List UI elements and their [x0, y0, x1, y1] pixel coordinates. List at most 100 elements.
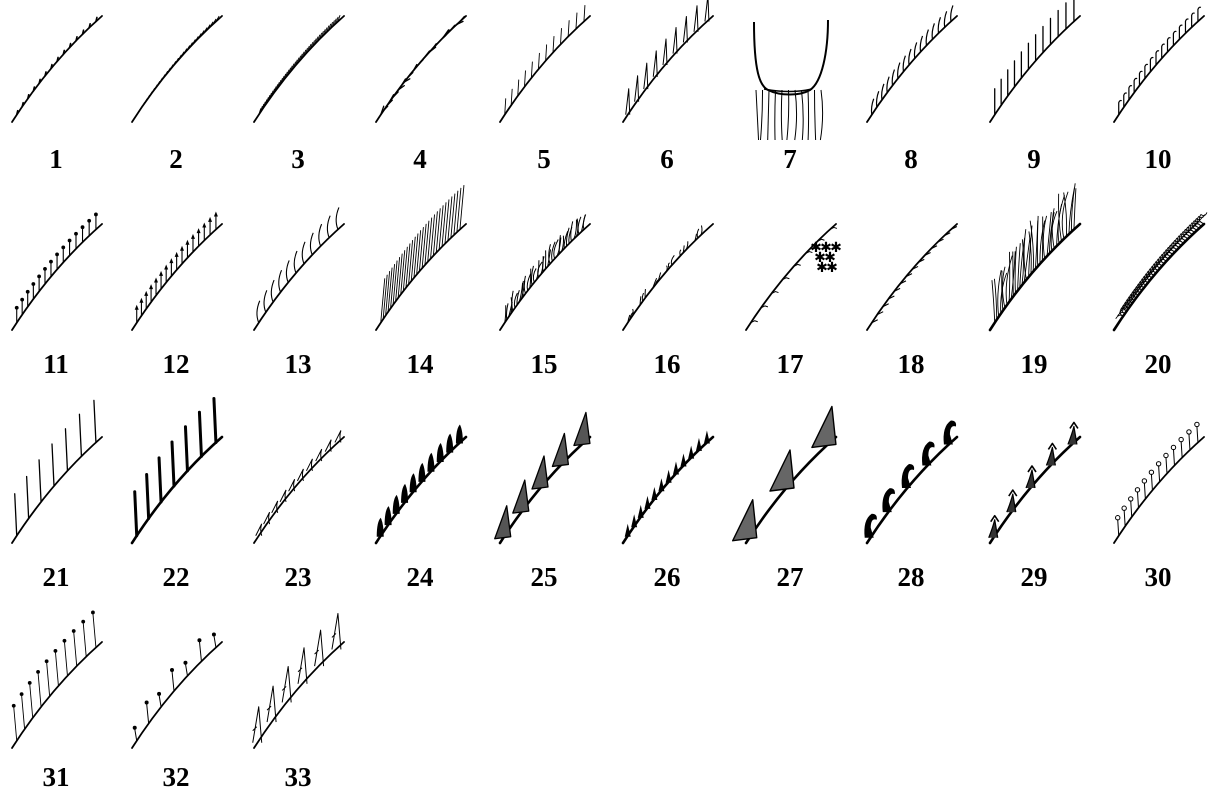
figure-number-label: 31 — [43, 762, 70, 789]
surface-line — [132, 224, 222, 330]
trichome-drawing-7 — [754, 20, 828, 140]
figure-number-label: 11 — [43, 349, 69, 379]
figure-cell-6: 6 — [623, 0, 713, 174]
trichome-drawing-18 — [867, 224, 957, 330]
trichome-drawing-4 — [376, 16, 466, 122]
figure-number-label: 10 — [1145, 144, 1172, 174]
figure-cell-28: 28 — [864, 420, 957, 592]
figure-cell-5: 5 — [500, 5, 590, 174]
surface-line — [500, 437, 590, 543]
figure-number-label: 20 — [1145, 349, 1172, 379]
figure-cell-26: 26 — [623, 430, 713, 592]
trichome-drawing-17: ✱✱✱✱✱✱✱ — [746, 224, 842, 330]
figure-cell-2: 2 — [132, 16, 222, 174]
surface-line — [132, 16, 222, 122]
figure-cell-30: 30 — [1114, 422, 1204, 592]
surface-line — [1114, 224, 1204, 330]
surface-line — [623, 224, 713, 330]
figure-number-label: 24 — [407, 562, 434, 592]
figure-cell-19: 19 — [990, 183, 1080, 379]
figure-cell-4: 4 — [376, 16, 466, 174]
figure-cell-8: 8 — [867, 5, 957, 174]
figure-cell-25: 25 — [495, 412, 590, 592]
surface-line — [1114, 16, 1204, 122]
trichome-drawing-28 — [864, 420, 957, 543]
trichome-drawing-12 — [132, 211, 222, 330]
figure-cell-23: 23 — [254, 430, 344, 592]
figure-cell-13: 13 — [254, 207, 344, 379]
trichome-drawing-23 — [254, 430, 344, 543]
svg-text:✱: ✱ — [826, 260, 838, 276]
trichome-drawing-3 — [254, 15, 344, 122]
surface-line — [376, 16, 466, 122]
surface-line — [132, 642, 222, 748]
trichome-drawing-32 — [132, 632, 222, 748]
figure-number-label: 18 — [898, 349, 925, 379]
figure-number-label: 26 — [654, 562, 681, 592]
surface-line — [254, 16, 344, 122]
figure-cell-33: 33 — [253, 613, 344, 789]
surface-line — [990, 437, 1080, 543]
surface-line — [867, 16, 957, 122]
surface-line — [990, 16, 1080, 122]
figure-cell-20: 20 — [1114, 212, 1207, 379]
trichome-drawing-29 — [989, 422, 1080, 543]
figure-number-label: 25 — [531, 562, 558, 592]
trichome-drawing-15 — [500, 214, 590, 330]
figure-cell-31: 31 — [12, 611, 102, 789]
trichome-drawing-13 — [254, 207, 344, 330]
trichome-drawing-6 — [623, 0, 713, 122]
trichome-drawing-24 — [376, 424, 466, 543]
figure-cell-18: 18 — [867, 224, 957, 379]
figure-number-label: 5 — [537, 144, 551, 174]
surface-line — [500, 16, 590, 122]
figure-number-label: 29 — [1021, 562, 1048, 592]
figure-number-label: 22 — [163, 562, 190, 592]
trichome-drawing-8 — [867, 5, 957, 122]
surface-line — [254, 437, 344, 543]
figure-cell-9: 9 — [990, 0, 1080, 174]
surface-line — [623, 16, 713, 122]
figure-cell-22: 22 — [132, 398, 222, 592]
figure-cell-11: 11 — [12, 213, 102, 379]
surface-line — [1114, 437, 1204, 543]
figure-number-label: 8 — [904, 144, 918, 174]
trichome-drawing-22 — [132, 398, 222, 543]
figure-number-label: 30 — [1145, 562, 1172, 592]
trichome-drawing-14 — [376, 185, 466, 330]
figure-number-label: 32 — [163, 762, 190, 789]
figure-number-label: 9 — [1027, 144, 1041, 174]
figure-cell-27: 27 — [733, 406, 836, 592]
trichome-drawing-9 — [990, 0, 1080, 122]
surface-line — [12, 437, 102, 543]
trichome-drawing-2 — [132, 16, 222, 122]
figure-cell-24: 24 — [376, 424, 466, 592]
trichome-drawing-1 — [12, 16, 102, 122]
figure-number-label: 16 — [654, 349, 681, 379]
figure-cell-15: 15 — [500, 214, 590, 379]
figure-cell-29: 29 — [989, 422, 1080, 592]
figure-number-label: 28 — [898, 562, 925, 592]
surface-line — [12, 224, 102, 330]
surface-line — [254, 642, 344, 748]
trichome-drawing-31 — [12, 611, 102, 748]
figure-cell-1: 1 — [12, 16, 102, 174]
figure-number-label: 17 — [777, 349, 804, 379]
figure-cell-12: 12 — [132, 211, 222, 379]
figure-cell-3: 3 — [254, 15, 344, 174]
surface-line — [867, 437, 957, 543]
figure-number-label: 33 — [285, 762, 312, 789]
surface-line — [376, 437, 466, 543]
figure-number-label: 21 — [43, 562, 70, 592]
trichome-drawing-20 — [1114, 212, 1207, 330]
figure-cell-14: 14 — [376, 185, 466, 379]
trichome-drawing-10 — [1114, 7, 1204, 122]
trichome-drawing-5 — [500, 5, 590, 122]
figure-number-label: 14 — [407, 349, 434, 379]
figure-cell-32: 32 — [132, 632, 222, 789]
trichome-drawing-21 — [12, 400, 102, 543]
trichome-drawing-30 — [1114, 422, 1204, 543]
trichome-drawing-26 — [623, 430, 713, 543]
figure-number-label: 7 — [783, 144, 797, 174]
